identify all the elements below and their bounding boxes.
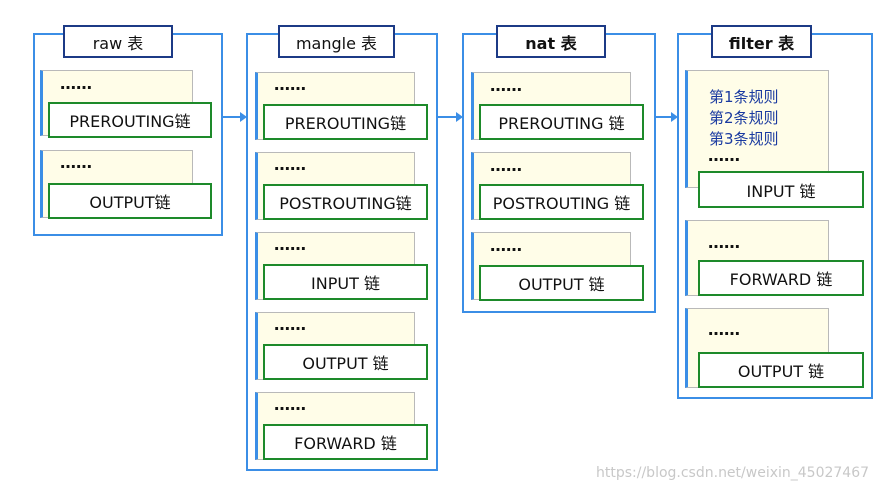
filter-forward-dots: …… <box>708 233 740 252</box>
nat-prerouting-dots: …… <box>490 76 522 95</box>
arrow-nat-to-filter <box>655 112 678 122</box>
filter-input-chain: INPUT 链 <box>698 171 864 208</box>
filter-rule-3: 第3条规则 <box>709 130 779 148</box>
mangle-prerouting-chain: PREROUTING链 <box>263 104 428 140</box>
nat-table-title: nat 表 <box>496 25 606 58</box>
mangle-prerouting-dots: …… <box>274 75 306 94</box>
raw-table-title: raw 表 <box>63 25 173 58</box>
raw-output-chain: OUTPUT链 <box>48 183 212 219</box>
watermark: https://blog.csdn.net/weixin_45027467 <box>596 465 870 481</box>
mangle-output-chain: OUTPUT 链 <box>263 344 428 380</box>
mangle-output-dots: …… <box>274 315 306 334</box>
filter-table-title: filter 表 <box>711 25 812 58</box>
arrow-mangle-to-nat <box>437 112 463 122</box>
nat-output-chain: OUTPUT 链 <box>479 265 644 301</box>
filter-input-dots: …… <box>708 146 740 165</box>
raw-prerouting-dots: …… <box>60 74 92 93</box>
arrow-raw-to-mangle <box>222 112 247 122</box>
nat-postrouting-chain: POSTROUTING 链 <box>479 184 644 220</box>
mangle-table-title: mangle 表 <box>278 25 395 58</box>
mangle-forward-chain: FORWARD 链 <box>263 424 428 460</box>
filter-output-chain: OUTPUT 链 <box>698 352 864 388</box>
filter-rule-2: 第2条规则 <box>709 109 779 127</box>
nat-postrouting-dots: …… <box>490 156 522 175</box>
mangle-postrouting-chain: POSTROUTING链 <box>263 184 428 220</box>
raw-output-dots: …… <box>60 153 92 172</box>
raw-prerouting-chain: PREROUTING链 <box>48 102 212 138</box>
filter-output-dots: …… <box>708 320 740 339</box>
filter-input-rules <box>685 70 829 188</box>
mangle-input-dots: …… <box>274 235 306 254</box>
nat-prerouting-chain: PREROUTING 链 <box>479 104 644 140</box>
nat-output-dots: …… <box>490 236 522 255</box>
filter-forward-chain: FORWARD 链 <box>698 260 864 296</box>
mangle-postrouting-dots: …… <box>274 155 306 174</box>
mangle-forward-dots: …… <box>274 395 306 414</box>
filter-rule-1: 第1条规则 <box>709 88 779 106</box>
mangle-input-chain: INPUT 链 <box>263 264 428 300</box>
